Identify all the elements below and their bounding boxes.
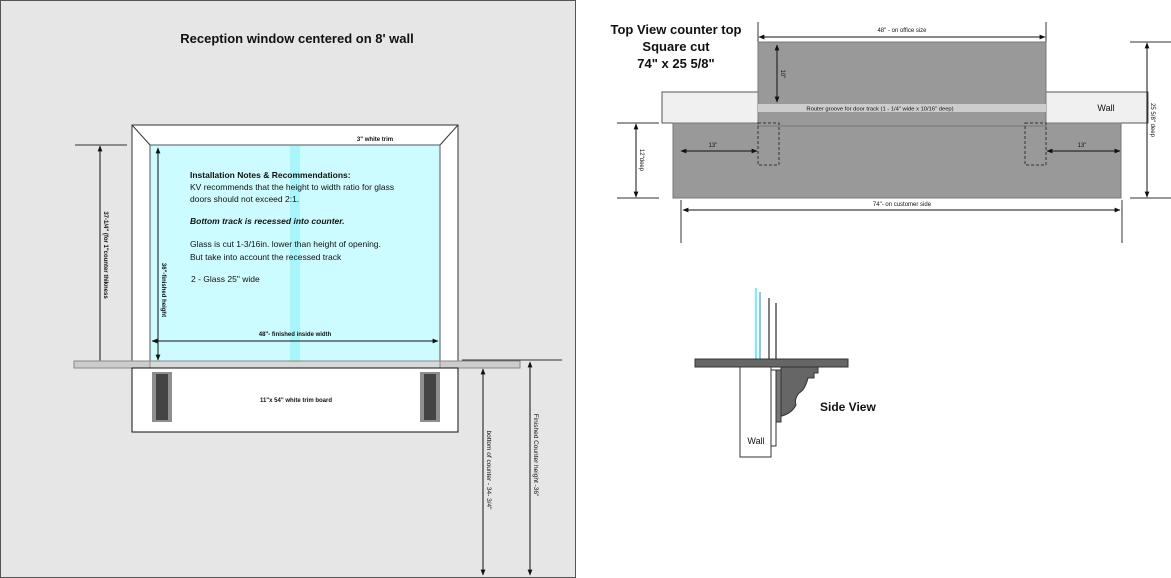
svg-text:Bottom track is recessed into: Bottom track is recessed into counter. xyxy=(190,216,344,226)
svg-text:KV recommends that the height: KV recommends that the height to width r… xyxy=(190,182,394,192)
svg-text:Installation Notes & Recommend: Installation Notes & Recommendations: xyxy=(190,170,351,180)
svg-text:Square cut: Square cut xyxy=(642,39,710,54)
trim-label: 3" white trim xyxy=(357,137,393,143)
front-view: Reception window centered on 8' wall 3" … xyxy=(0,0,576,578)
wall-label: Wall xyxy=(1097,103,1114,113)
side-view: Wall Side View xyxy=(694,288,876,458)
trim-board xyxy=(131,367,459,433)
left-13-label: 13" xyxy=(709,143,718,149)
bracket-outline-left xyxy=(757,122,780,166)
svg-text:Glass is cut 1-3/16in. lower t: Glass is cut 1-3/16in. lower than height… xyxy=(190,239,381,249)
trim-board-label: 11"x 54" white trim board xyxy=(260,398,332,404)
width-label: 48"- finished inside width xyxy=(259,332,332,338)
svg-text:2 - Glass 25" wide: 2 - Glass 25" wide xyxy=(191,274,260,284)
counter-height-label: Finished Counter height -36" xyxy=(532,414,539,497)
deep-total-label: 25 5/8" deep xyxy=(1149,103,1155,137)
counter-customer-side xyxy=(672,122,1122,199)
corbel-bracket xyxy=(780,366,819,417)
front-view-title: Reception window centered on 8' wall xyxy=(180,31,414,46)
office-size-label: 48" - on office size xyxy=(877,28,927,34)
glass-overlap xyxy=(290,146,300,362)
customer-side-label: 74"- on customer side xyxy=(873,202,932,208)
top-view: Top View counter top Square cut 74" x 25… xyxy=(611,22,1171,243)
deep-12-label: 12"deep xyxy=(638,149,644,172)
side-view-title: Side View xyxy=(820,400,876,414)
bottom-counter-label: bottom of counter - 34- 3/4" xyxy=(485,431,492,511)
counter-office-side xyxy=(757,41,1047,127)
overall-height-label: 37-1/4" (for 1"counter thikness xyxy=(102,211,108,299)
router-groove xyxy=(758,104,1046,112)
svg-text:But take into account the rece: But take into account the recessed track xyxy=(190,252,342,262)
height-label: 36"-finished height xyxy=(160,263,166,317)
counter-top xyxy=(694,358,849,368)
right-13-label: 13" xyxy=(1078,143,1087,149)
svg-text:74" x 25 5/8": 74" x 25 5/8" xyxy=(637,56,714,71)
top-view-title: Top View counter top xyxy=(611,22,742,37)
svg-text:doors should not exceed 2:1.: doors should not exceed 2:1. xyxy=(190,194,299,204)
depth-10-label: 10" xyxy=(779,70,785,79)
groove-label: Router groove for door track (1 - 1/4" w… xyxy=(806,107,953,113)
side-wall-label: Wall xyxy=(747,436,764,446)
installation-notes: Installation Notes & Recommendations: KV… xyxy=(190,170,394,284)
bracket-outline-right xyxy=(1024,122,1047,166)
